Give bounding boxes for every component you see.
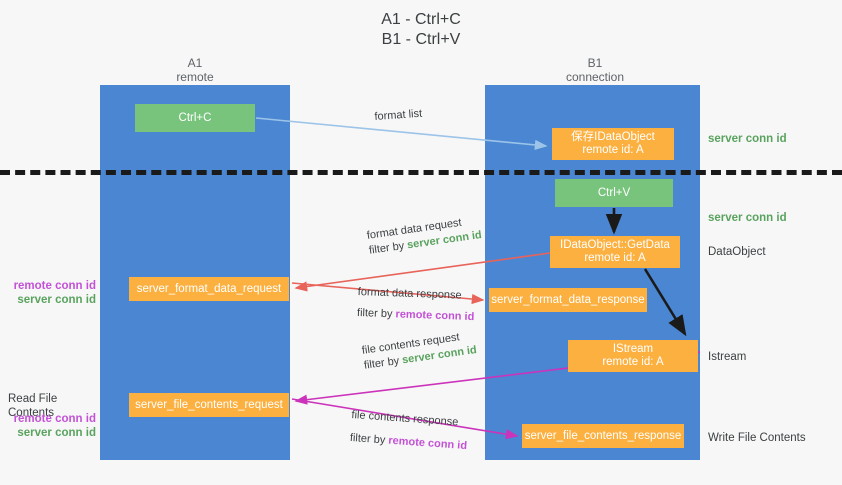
- dashed-divider: [0, 170, 842, 175]
- node-ctrl-c-label: Ctrl+C: [178, 111, 212, 124]
- node-istream-line1: IStream: [612, 343, 654, 355]
- edge-label-format-data-response-text: format data response: [357, 285, 462, 302]
- page-title: A1 - Ctrl+C B1 - Ctrl+V: [0, 10, 842, 50]
- node-server-file-contents-response-label: server_file_contents_response: [524, 429, 682, 442]
- node-istream-line2: remote id: A: [602, 356, 664, 368]
- edge-label-file-contents-response: file contents response filter by remote …: [349, 408, 469, 454]
- title-line-1: A1 - Ctrl+C: [381, 11, 461, 28]
- annotation-dataobject: DataObject: [708, 246, 766, 258]
- node-server-format-data-request-label: server_format_data_request: [136, 282, 282, 295]
- annotation-read-file-contents: Read File Contents: [8, 393, 58, 419]
- node-server-format-data-request[interactable]: server_format_data_request: [129, 277, 289, 301]
- lane-header-a1: A1 remote: [120, 56, 270, 84]
- filter-prefix: filter by: [368, 239, 409, 257]
- node-server-file-contents-request[interactable]: server_file_contents_request: [129, 393, 289, 417]
- node-ctrl-c[interactable]: Ctrl+C: [135, 104, 255, 132]
- lane-header-b1: B1 connection: [520, 56, 670, 84]
- arrow-format-data-response: [291, 282, 485, 305]
- node-server-file-contents-response[interactable]: server_file_contents_response: [522, 424, 684, 448]
- node-save-dataobject[interactable]: 保存IDataObject remote id: A: [552, 128, 674, 160]
- lane-header-a1-name: A1: [187, 56, 203, 70]
- annotation-server-conn-id: server conn id: [17, 427, 96, 439]
- node-idataobject-getdata[interactable]: IDataObject::GetData remote id: A: [550, 236, 680, 268]
- node-istream[interactable]: IStream remote id: A: [568, 340, 698, 372]
- node-ctrl-v-label: Ctrl+V: [597, 186, 631, 199]
- arrow-getdata-to-istream: [643, 268, 687, 337]
- node-server-format-data-response-label: server_format_data_response: [491, 293, 645, 306]
- filter-key-remote-conn-id: remote conn id: [395, 308, 475, 324]
- arrow-file-contents-response: [291, 398, 519, 440]
- node-server-file-contents-request-label: server_file_contents_request: [135, 398, 283, 411]
- annotation-istream: Istream: [708, 351, 747, 363]
- annotation-conn-ids-upper: remote conn id server conn id: [8, 279, 96, 307]
- node-idataobject-getdata-line1: IDataObject::GetData: [560, 239, 670, 251]
- annotation-remote-conn-id: remote conn id: [13, 413, 96, 425]
- annotation-conn-ids-lower: remote conn id server conn id: [8, 412, 96, 440]
- annotation-remote-conn-id: remote conn id: [13, 280, 96, 292]
- lane-header-b1-sub: connection: [565, 70, 625, 84]
- edge-label-format-data-response: format data response filter by remote co…: [357, 285, 476, 325]
- filter-key-remote-conn-id: remote conn id: [387, 434, 468, 453]
- filter-prefix: filter by: [356, 306, 396, 321]
- arrow-format-list: [255, 117, 548, 151]
- node-save-dataobject-line1: 保存IDataObject: [571, 131, 655, 143]
- lane-header-b1-name: B1: [587, 56, 603, 70]
- annotation-server-conn-id-mid: server conn id: [708, 212, 787, 224]
- node-server-format-data-response[interactable]: server_format_data_response: [489, 288, 647, 312]
- node-idataobject-getdata-line2: remote id: A: [584, 252, 646, 264]
- annotation-server-conn-id: server conn id: [17, 294, 96, 306]
- filter-prefix: filter by: [363, 354, 404, 372]
- annotation-server-conn-id-top: server conn id: [708, 133, 787, 145]
- node-save-dataobject-line2: remote id: A: [582, 144, 644, 156]
- arrow-format-data-request: [294, 252, 551, 292]
- filter-prefix: filter by: [349, 431, 389, 447]
- node-ctrl-v[interactable]: Ctrl+V: [555, 179, 673, 207]
- lane-header-a1-sub: remote: [176, 70, 214, 84]
- title-line-2: B1 - Ctrl+V: [381, 31, 461, 48]
- annotation-write-file-contents: Write File Contents: [708, 432, 806, 444]
